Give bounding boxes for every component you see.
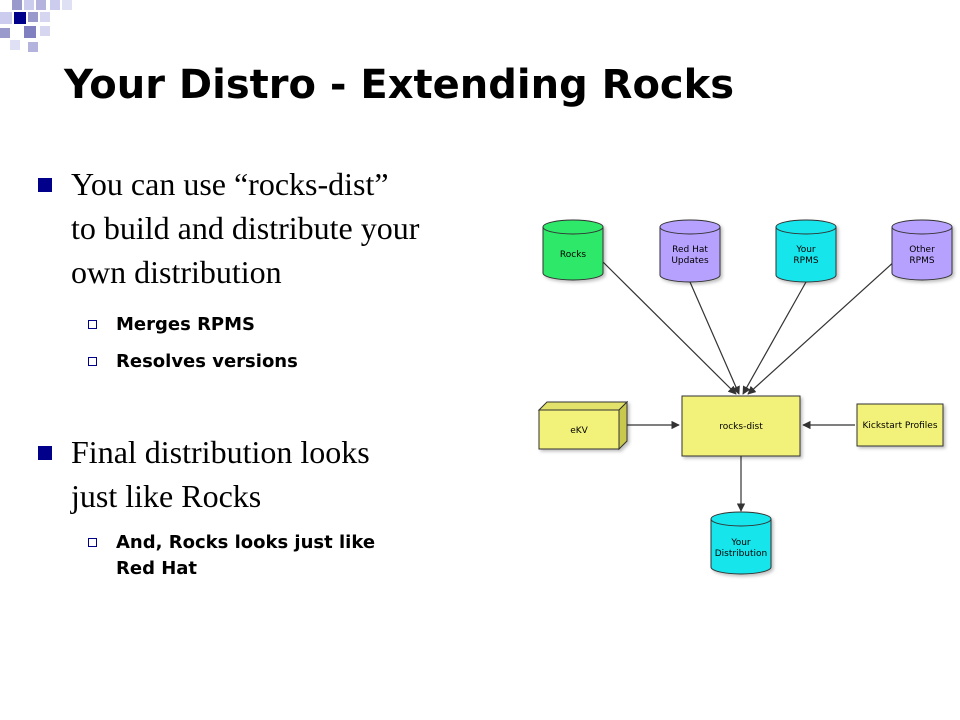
- source-redhat-label-2: Updates: [671, 256, 709, 266]
- rocks-dist-label: rocks-dist: [719, 422, 763, 432]
- bullet-square-icon: [38, 446, 52, 460]
- output-your-distribution: [710, 511, 772, 575]
- corner-decoration: [0, 0, 72, 52]
- source-other-rpms-label-1: Other: [909, 245, 935, 255]
- slide-title: Your Distro - Extending Rocks: [64, 62, 735, 108]
- kickstart-profiles-box: [856, 403, 944, 447]
- ekv-box: [537, 400, 629, 451]
- source-other-rpms: [891, 219, 953, 281]
- bullet-1-line-2: to build and distribute your: [71, 210, 420, 246]
- diagram-arrows: [602, 259, 897, 512]
- bullet-2: Final distribution looks just like Rocks: [38, 430, 511, 518]
- arrow-your-rpms: [742, 281, 807, 395]
- hollow-square-icon: [88, 320, 97, 329]
- arrow-rocks: [602, 261, 737, 395]
- source-rocks: [542, 219, 604, 281]
- bullet-2-line-1: Final distribution looks: [71, 434, 370, 470]
- source-your-rpms: [775, 219, 837, 283]
- sub-bullet-text: And, Rocks looks just like: [116, 532, 376, 553]
- bullet-1-line-3: own distribution: [71, 254, 282, 290]
- kickstart-profiles-label: Kickstart Profiles: [862, 421, 937, 431]
- source-your-rpms-label-2: RPMS: [793, 256, 818, 266]
- sub-bullet-text: Resolves versions: [116, 351, 298, 372]
- hollow-square-icon: [88, 538, 97, 547]
- output-label-1: Your: [730, 538, 751, 548]
- rocks-dist-box: [681, 395, 801, 457]
- output-label-2: Distribution: [715, 549, 768, 559]
- ekv-label: eKV: [570, 426, 588, 436]
- bullet-2-line-2: just like Rocks: [71, 478, 262, 514]
- arrow-redhat-updates: [689, 281, 740, 395]
- arrow-other-rpms: [747, 259, 897, 395]
- source-redhat-label-1: Red Hat: [672, 245, 708, 255]
- bullet-1: You can use “rocks-dist” to build and di…: [38, 162, 511, 294]
- source-rocks-label: Rocks: [560, 250, 587, 260]
- source-redhat-updates: [659, 219, 721, 283]
- sub-bullet-rocks-redhat: And, Rocks looks just like Red Hat: [88, 530, 376, 582]
- sub-bullet-resolves: Resolves versions: [88, 349, 298, 375]
- sub-bullet-text: Red Hat: [116, 558, 198, 579]
- sub-bullet-text: Merges RPMS: [116, 314, 255, 335]
- source-other-rpms-label-2: RPMS: [909, 256, 934, 266]
- sub-bullet-merges: Merges RPMS: [88, 312, 255, 338]
- hollow-square-icon: [88, 357, 97, 366]
- source-your-rpms-label-1: Your: [795, 245, 816, 255]
- bullet-square-icon: [38, 178, 52, 192]
- bullet-1-line-1: You can use “rocks-dist”: [71, 166, 389, 202]
